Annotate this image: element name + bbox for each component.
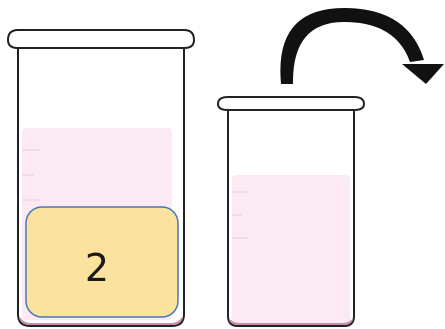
large-beaker-bottom bbox=[19, 317, 183, 325]
arrow-head bbox=[402, 64, 444, 84]
block-label: 2 bbox=[85, 246, 109, 290]
small-beaker-lip bbox=[216, 96, 366, 111]
small-beaker-graduations bbox=[232, 191, 248, 239]
small-beaker-body bbox=[227, 110, 355, 327]
numbered-block: 2 bbox=[25, 206, 179, 318]
large-beaker-lip bbox=[6, 29, 196, 49]
small-beaker-bottom bbox=[229, 319, 353, 325]
large-beaker-graduations bbox=[22, 149, 40, 201]
small-beaker-liquid bbox=[232, 175, 350, 323]
block-shape bbox=[25, 206, 179, 318]
arrow-arc bbox=[280, 8, 424, 84]
curved-arrow-icon bbox=[280, 8, 444, 84]
small-beaker-icon bbox=[216, 96, 366, 327]
large-beaker-body bbox=[17, 48, 185, 327]
